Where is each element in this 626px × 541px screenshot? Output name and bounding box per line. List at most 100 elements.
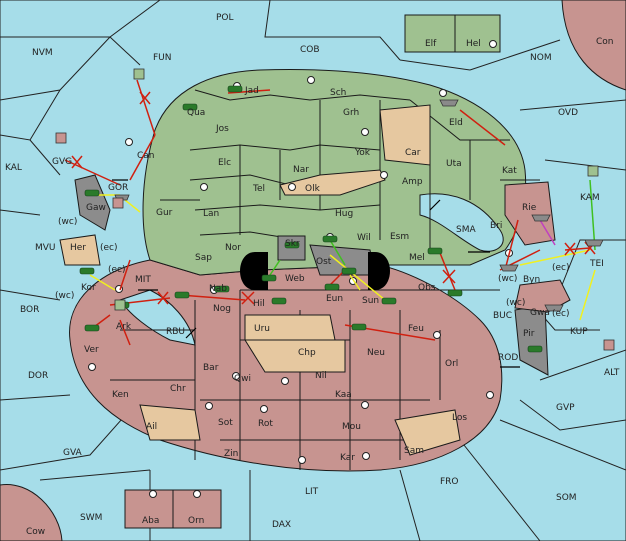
- label-neu: Neu: [367, 348, 385, 358]
- label-los: Los: [452, 413, 467, 423]
- label-con: Con: [596, 37, 614, 47]
- label-coast-kor-ec: (ec): [108, 265, 126, 275]
- label-ost: Ost: [316, 257, 332, 267]
- label-sch: Sch: [330, 88, 346, 98]
- label-her: Her: [70, 243, 86, 253]
- impassable-east: [368, 252, 390, 290]
- island-hel: [454, 14, 501, 53]
- label-web: Web: [285, 274, 305, 284]
- label-cow: Cow: [26, 527, 45, 537]
- label-tei: TEI: [589, 259, 604, 269]
- label-amp: Amp: [402, 177, 423, 187]
- label-yok: Yok: [354, 148, 371, 158]
- green-orders: [269, 179, 596, 276]
- label-pir: Pir: [523, 329, 535, 339]
- label-hug: Hug: [335, 209, 353, 219]
- label-coast-byn-wc: (wc): [498, 274, 517, 284]
- label-kup: KUP: [570, 327, 588, 337]
- label-ark: Ark: [116, 322, 132, 332]
- label-sma: SMA: [456, 225, 476, 235]
- label-eun: Eun: [326, 294, 343, 304]
- label-car: Car: [405, 148, 421, 158]
- label-alt: ALT: [604, 368, 620, 378]
- label-coast-gwa-wc: (wc): [506, 298, 525, 308]
- label-orl: Orl: [445, 359, 458, 369]
- magenta-orders: [539, 219, 556, 246]
- label-coast-kor-wc: (wc): [55, 291, 74, 301]
- label-wil: Wil: [357, 233, 371, 243]
- armies: [79, 85, 543, 353]
- province-rie-fill: [504, 181, 556, 246]
- label-gur: Gur: [156, 208, 173, 218]
- label-coast-gwa-ec: (ec): [552, 309, 570, 319]
- label-swm: SWM: [80, 513, 102, 523]
- sea-labels: POL NVM FUN COB NOM OVD KAL MVU KAM BOR …: [5, 13, 620, 537]
- continent-north: [142, 69, 527, 276]
- label-gor: GOR: [108, 183, 128, 193]
- label-coast-her-ec: (ec): [100, 243, 118, 253]
- label-ovd: OVD: [558, 108, 578, 118]
- label-coast-byn-ec: (ec): [552, 263, 570, 273]
- label-byn: Byn: [523, 275, 540, 285]
- label-obs: Obs: [418, 283, 436, 293]
- island-aba: [124, 489, 174, 529]
- label-skr: Skr: [285, 239, 300, 249]
- label-nab: Nab: [209, 284, 227, 294]
- label-gwa: Gwa: [530, 308, 550, 318]
- label-gvp: GVP: [556, 403, 575, 413]
- label-sot: Sot: [218, 418, 233, 428]
- label-kam: KAM: [580, 193, 600, 203]
- tan-provinces: [59, 104, 461, 456]
- label-bri: Bri: [490, 221, 502, 231]
- label-dor: DOR: [28, 371, 48, 381]
- label-uta: Uta: [446, 159, 462, 169]
- label-cob: COB: [300, 45, 320, 55]
- channel-sma: [419, 193, 504, 252]
- label-rod: ROD: [498, 353, 518, 363]
- label-elc: Elc: [218, 158, 231, 168]
- units-markers: [55, 68, 615, 351]
- label-rot: Rot: [258, 419, 273, 429]
- label-som: SOM: [556, 493, 577, 503]
- label-coast-gaw-wc: (wc): [58, 217, 77, 227]
- label-chp: Chp: [298, 348, 316, 358]
- label-pol: POL: [216, 13, 234, 23]
- label-rie: Rie: [522, 203, 537, 213]
- label-kor: Kor: [81, 283, 96, 293]
- label-jad: Jad: [244, 86, 259, 96]
- label-sam: Sam: [404, 446, 424, 456]
- label-sap: Sap: [195, 253, 212, 263]
- label-nvm: NVM: [32, 48, 53, 58]
- label-qua: Qua: [187, 108, 205, 118]
- label-elf: Elf: [425, 39, 437, 49]
- label-dax: DAX: [272, 520, 291, 530]
- label-nom: NOM: [530, 53, 552, 63]
- label-tel: Tel: [252, 184, 265, 194]
- label-hil: Hil: [253, 299, 265, 309]
- label-aba: Aba: [142, 516, 159, 526]
- label-olk: Olk: [305, 184, 321, 194]
- label-bor: BOR: [20, 305, 39, 315]
- label-gvg: GVG: [52, 157, 72, 167]
- label-ail: Ail: [146, 422, 157, 432]
- label-orn: Orn: [188, 516, 204, 526]
- failed-marks: [71, 91, 596, 305]
- label-nor: Nor: [225, 243, 241, 253]
- label-buc: BUC: [493, 311, 512, 321]
- label-rbu: RBU: [166, 327, 185, 337]
- label-kar: Kar: [340, 453, 355, 463]
- label-lit: LIT: [305, 487, 319, 497]
- label-fro: FRO: [440, 477, 459, 487]
- label-mit: MIT: [135, 275, 151, 285]
- label-kal: KAL: [5, 163, 22, 173]
- label-mvu: MVU: [35, 243, 56, 253]
- label-eld: Eld: [449, 118, 463, 128]
- label-mel: Mel: [409, 253, 425, 263]
- label-bar: Bar: [203, 363, 219, 373]
- label-can: Can: [137, 151, 155, 161]
- passage-arrows: [112, 179, 520, 368]
- label-mou: Mou: [342, 422, 361, 432]
- land-labels: Jad Sch Qua Jos Grh Eld Can Elc Nar Yok …: [70, 39, 604, 526]
